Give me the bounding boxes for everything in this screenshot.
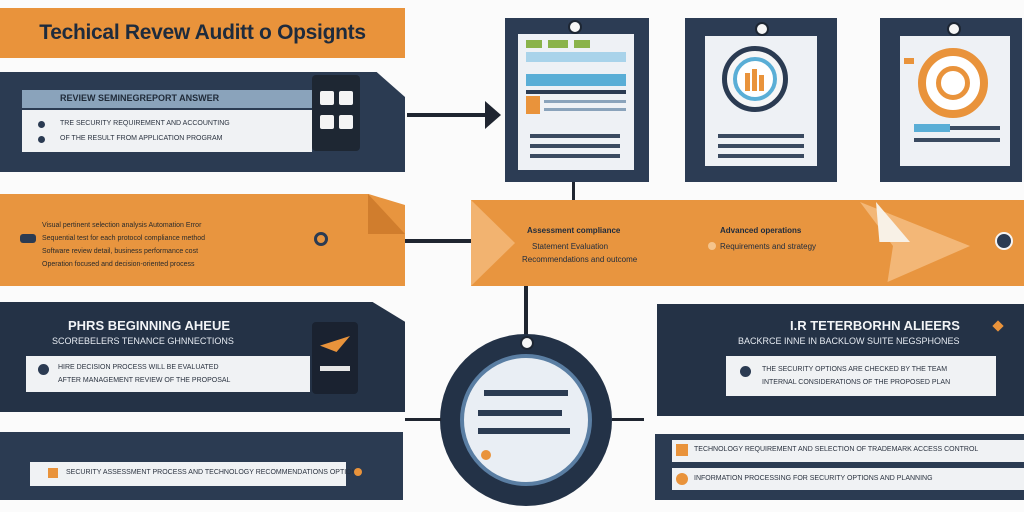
panel-bottom-right-line-1: TECHNOLOGY REQUIREMENT AND SELECTION OF …: [694, 446, 979, 453]
panel-mid-right-header: I.R TETERBORHN ALIEERS: [790, 318, 960, 333]
panel-orange-left: [0, 194, 405, 286]
page-title: Techical Revew Auditt o Opsignts: [0, 8, 405, 58]
bullet-icon: [708, 242, 716, 250]
donut-legend-bar: [914, 124, 950, 132]
arrow-head-icon: [485, 101, 501, 129]
panel-mid-left-header: PHRS BEGINNING AHEUE: [68, 318, 231, 333]
panel-bottom-right-row-2: [672, 468, 1024, 490]
tag-icon: [20, 234, 36, 243]
orange-center-left-line-1: Statement Evaluation: [532, 242, 609, 251]
panel-bottom-left-body: [30, 462, 346, 486]
connector-line: [612, 418, 644, 421]
chart-caption-line: [718, 154, 804, 158]
grid-icon: [312, 75, 360, 151]
panel-orange-left-line-2: Sequential test for each protocol compli…: [42, 235, 206, 242]
panel-top-left-body: [22, 110, 312, 152]
panel-mid-left-subheader: SCOREBELERS TENANCE GHNNECTIONS: [52, 336, 234, 346]
orange-center-left-heading: Assessment compliance: [527, 226, 621, 235]
person-icon: [740, 366, 751, 377]
bullet-icon: [38, 136, 45, 143]
connector-line: [524, 286, 528, 336]
pin-icon: [755, 22, 769, 36]
pin-icon: [520, 336, 534, 350]
panel-mid-left-line-2: AFTER MANAGEMENT REVIEW OF THE PROPOSAL: [58, 377, 231, 384]
center-hub-inner: [460, 354, 592, 486]
center-hub-line: [478, 410, 562, 416]
panel-top-left-header: REVIEW SEMINEGREPORT ANSWER: [60, 93, 220, 103]
coin-icon: [676, 473, 688, 485]
document-icon: [518, 34, 634, 170]
panel-mid-right-line-1: THE SECURITY OPTIONS ARE CHECKED BY THE …: [762, 366, 948, 373]
chart-caption-line: [950, 126, 1000, 130]
connector-line: [405, 239, 471, 243]
panel-orange-left-line-4: Operation focused and decision-oriented …: [42, 261, 195, 268]
panel-bottom-right-line-2: INFORMATION PROCESSING FOR SECURITY OPTI…: [694, 475, 933, 482]
chart-caption-line: [718, 134, 804, 138]
key-icon: [314, 232, 328, 246]
panel-bottom-right-row-1: [672, 440, 1024, 462]
coin-icon: [354, 468, 362, 476]
status-dot-icon: [481, 450, 491, 460]
bullet-icon: [38, 121, 45, 128]
panel-orange-left-line-1: Visual pertinent selection analysis Auto…: [42, 222, 202, 229]
panel-mid-right-body: [726, 356, 996, 396]
connector-line: [405, 418, 441, 421]
panel-mid-left-body: [26, 356, 310, 392]
panel-mid-right-line-2: INTERNAL CONSIDERATIONS OF THE PROPOSED …: [762, 379, 951, 386]
panel-top-left-line-1: TRE SECURITY REQUIREMENT AND ACCOUNTING: [60, 120, 230, 127]
panel-bottom-left-line: SECURITY ASSESSMENT PROCESS AND TECHNOLO…: [66, 469, 362, 476]
connector-line: [572, 182, 575, 200]
panel-mid-left-line-1: HIRE DECISION PROCESS WILL BE EVALUATED: [58, 364, 219, 371]
tag-icon: [48, 468, 58, 478]
center-hub-line: [484, 390, 568, 396]
orange-center-right-line-1: Requirements and strategy: [720, 242, 817, 251]
orange-center-left-line-2: Recommendations and outcome: [522, 255, 638, 264]
pin-icon: [568, 20, 582, 34]
plane-icon: [312, 322, 358, 394]
panel-mid-right-subheader: BACKRCE INNE IN BACKLOW SUITE NEGSPHONES: [738, 336, 960, 346]
donut-chart-icon: [918, 48, 988, 118]
target-icon: [995, 232, 1013, 250]
panel-top-left-line-2: OF THE RESULT FROM APPLICATION PROGRAM: [60, 135, 223, 142]
pin-icon: [947, 22, 961, 36]
bar-chart-icon: [722, 46, 788, 112]
center-hub-line: [478, 428, 570, 434]
panel-top-left-header-bar: [22, 90, 312, 108]
orange-center-right-heading: Advanced operations: [720, 226, 802, 235]
person-icon: [38, 364, 49, 375]
connector-arrow: [407, 113, 485, 117]
panel-orange-left-line-3: Software review detail, business perform…: [42, 248, 199, 255]
tag-icon: [676, 444, 688, 456]
donut-legend-swatch: [904, 58, 914, 64]
chart-caption-line: [718, 144, 804, 148]
chart-caption-line: [914, 138, 1000, 142]
